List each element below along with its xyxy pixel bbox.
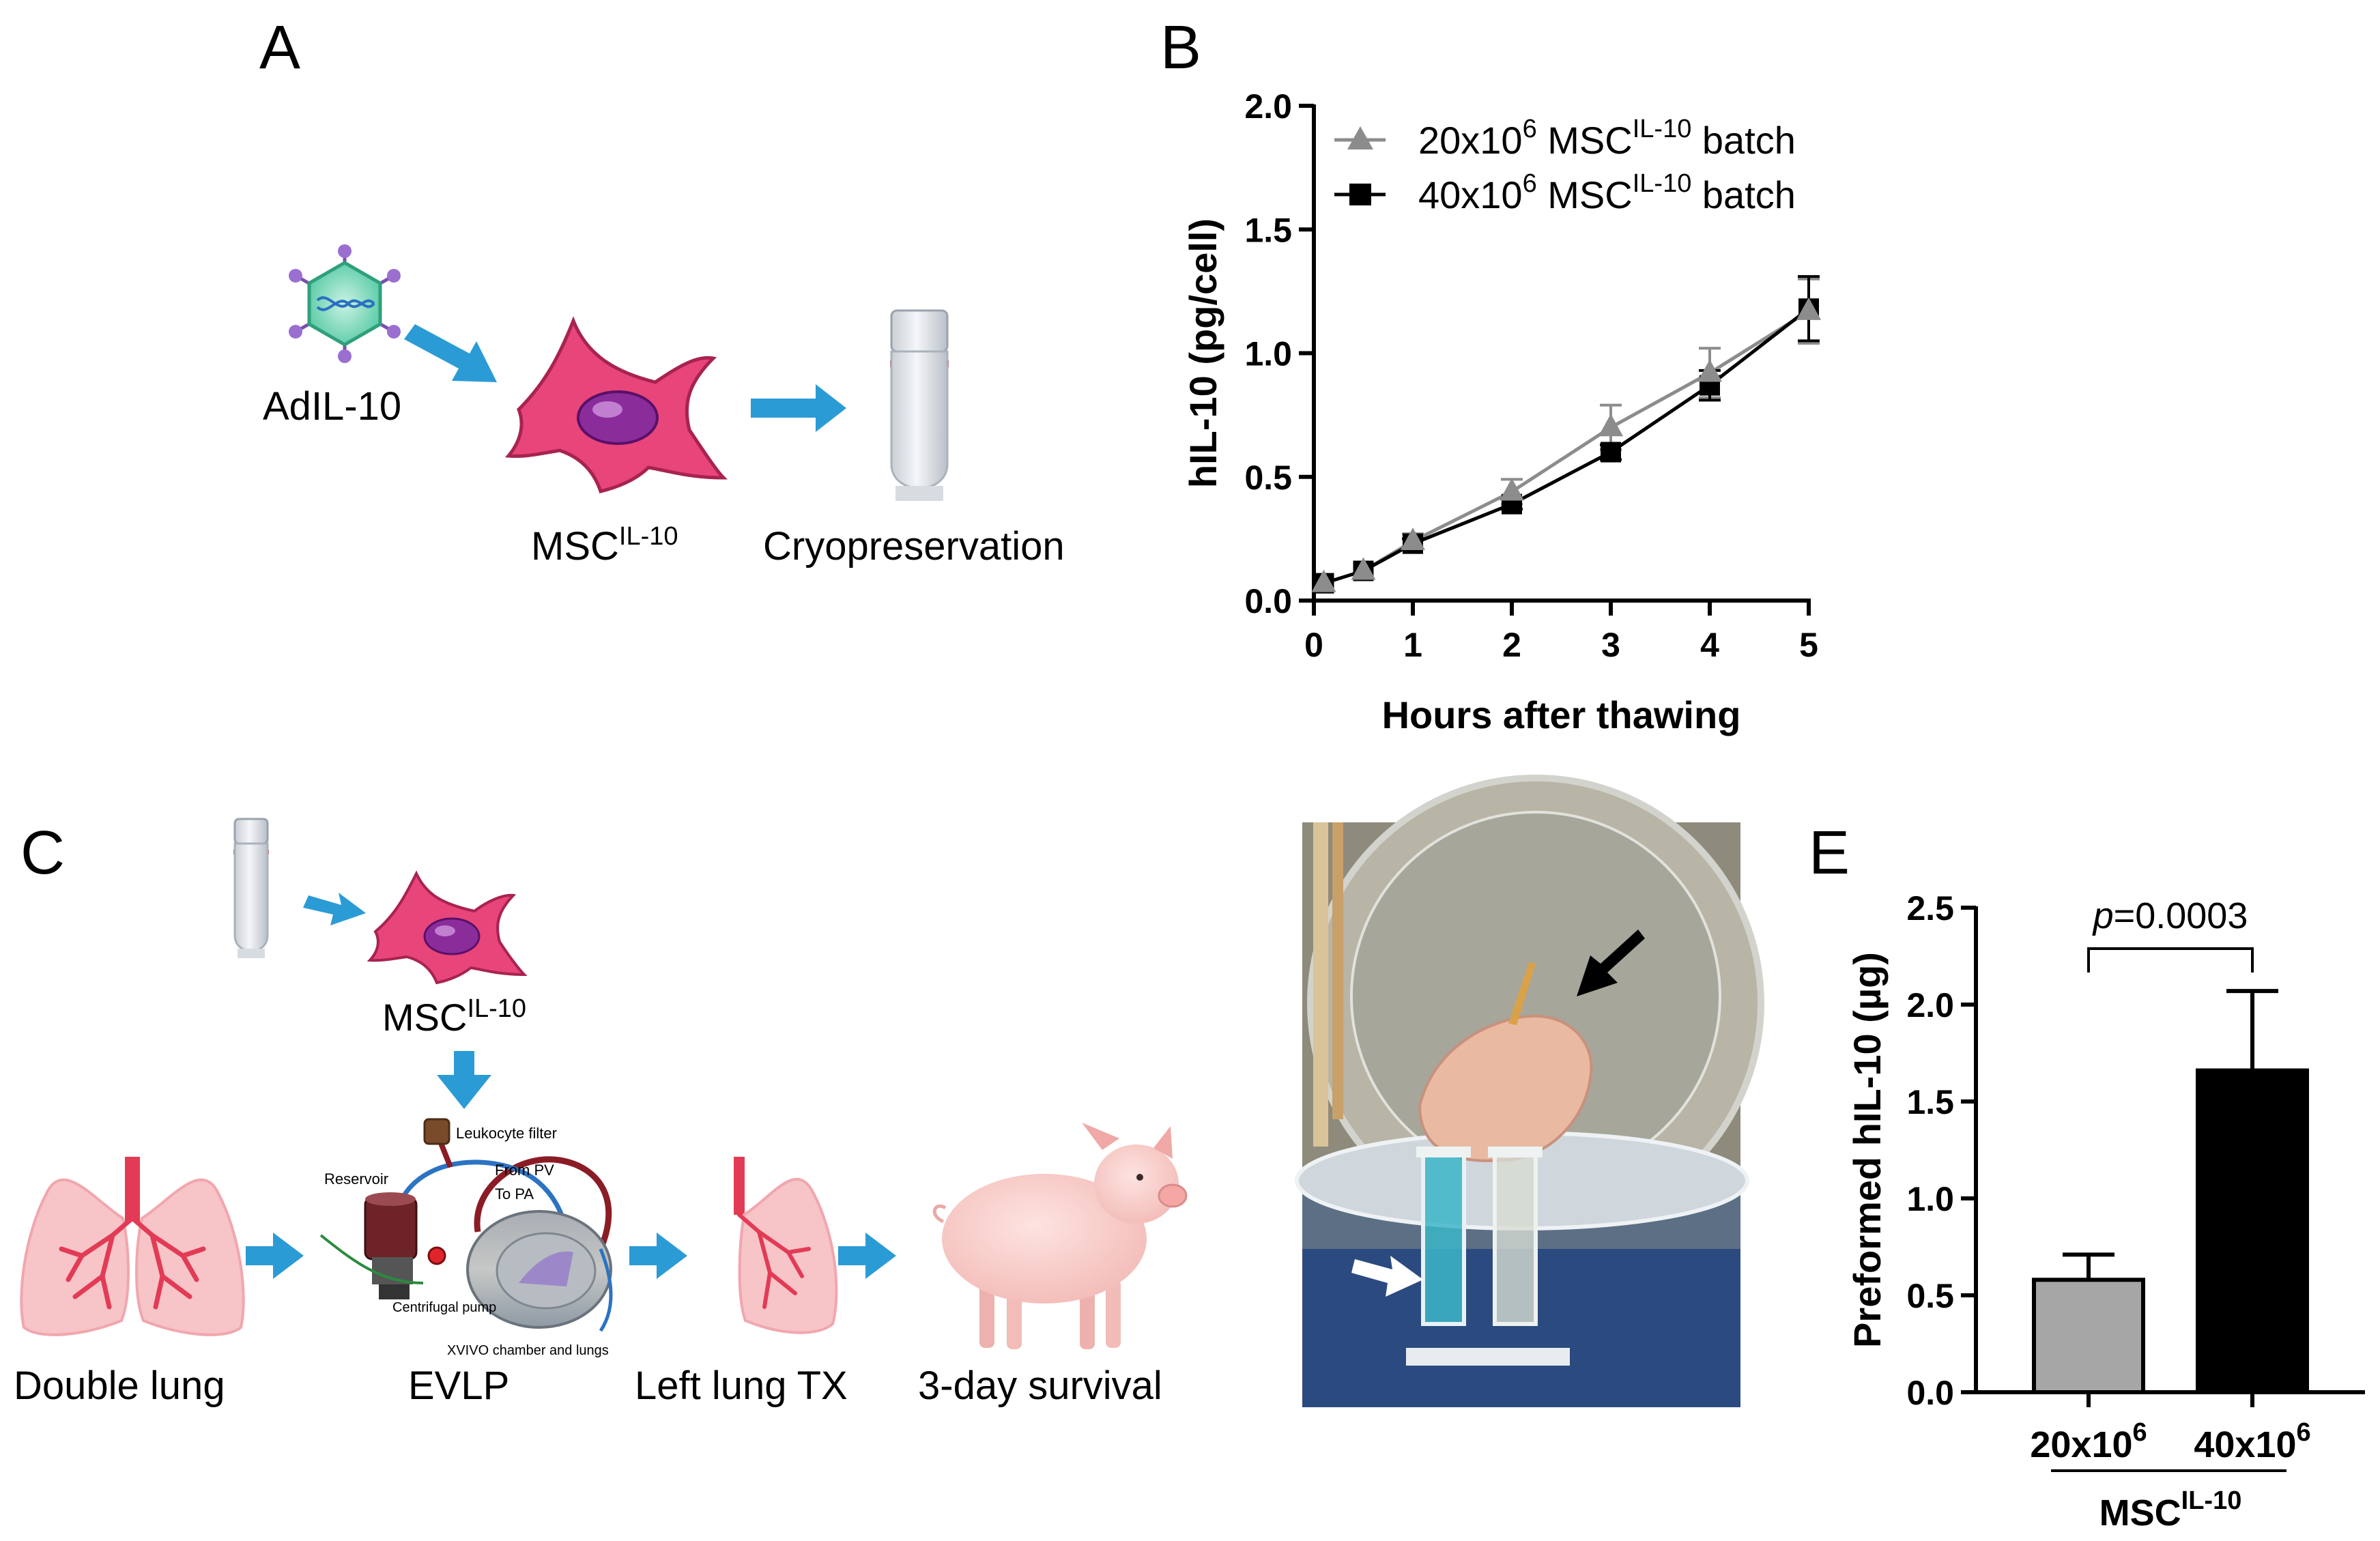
arrow-icon [629,1233,687,1279]
data-point-triangle [1796,297,1821,320]
black-arrow-icon [1577,930,1645,996]
group-label: MSCIL-10 [2099,1486,2242,1533]
arrow-icon [437,1051,491,1109]
double-lung-icon [20,1157,245,1336]
x-axis-label: Hours after thawing [1382,693,1741,736]
white-arrow-icon [1351,1256,1423,1297]
x-tick-label: 5 [1799,626,1818,664]
legend-marker-triangle [1347,126,1373,149]
x-tick-label: 0 [1304,626,1323,664]
series-line [1323,309,1810,586]
evlp-label-reservoir: Reservoir [324,1170,388,1187]
left-lung-icon [734,1157,838,1334]
significance-bracket [2087,947,2254,973]
category-label: 40x106 [2194,1418,2310,1465]
data-point-triangle [1697,359,1722,382]
y-tick-label: 0.5 [1906,1277,1954,1315]
x-tick-label: 4 [1700,626,1719,664]
legend-marker-square [1349,184,1371,205]
xvivo-chamber-icon [466,1210,612,1329]
arrow-icon [303,893,366,925]
bar [2032,1278,2145,1395]
y-tick-label: 1.5 [1244,211,1292,249]
arrow-icon [404,324,497,382]
step-label-3-day-survival: 3-day survival [918,1364,1162,1408]
data-point-square [1601,442,1621,463]
evlp-label-to-pa: To PA [495,1185,534,1202]
y-axis-label: hIL-10 (pg/cell) [1181,218,1224,488]
bar [2196,1068,2309,1395]
msc-cell-icon [504,316,728,493]
pig-icon [932,1123,1188,1349]
arrow-icon [838,1233,896,1279]
panel-label-a: A [259,14,300,82]
y-tick-label: 2.5 [1906,889,1954,927]
adenovirus-label: AdIL-10 [263,384,401,429]
data-point-triangle [1598,414,1623,437]
y-tick-label: 0.0 [1906,1374,1954,1412]
evlp-chamber-photo [1295,775,1764,1407]
step-label-left-lung-tx: Left lung TX [635,1364,848,1408]
cryopreservation-label: Cryopreservation [763,524,1065,568]
data-point-triangle [1401,528,1425,550]
step-label-evlp: EVLP [408,1364,509,1408]
x-tick-label: 2 [1502,626,1521,664]
msc-label: MSCIL-10 [531,522,678,568]
legend-label: 40x106 MSCIL-10 batch [1418,169,1796,216]
panel-label-c: C [20,819,65,887]
y-tick-label: 0.0 [1244,582,1292,620]
arrow-icon [246,1233,304,1279]
msc-cell-icon [367,870,528,985]
arrow-icon [751,384,846,432]
panel-label-b: B [1160,14,1201,82]
x-tick-label: 3 [1601,626,1620,664]
y-axis-label: Preformed hIL-10 (µg) [1846,952,1889,1348]
data-point-triangle [1311,569,1336,592]
y-tick-label: 2.0 [1244,87,1292,126]
evlp-label-pump: Centrifugal pump [392,1300,496,1315]
panel-label-e: E [1809,819,1850,887]
data-point-triangle [1500,478,1524,501]
category-label: 20x106 [2030,1418,2147,1465]
y-tick-label: 1.0 [1244,335,1292,373]
y-tick-label: 2.0 [1906,986,1954,1024]
evlp-circuit-diagram: Leukocyte filter Reservoir From PV To PA… [319,1118,613,1358]
x-tick-label: 1 [1403,626,1422,664]
evlp-label-filter: Leukocyte filter [456,1125,557,1142]
evlp-label-chamber: XVIVO chamber and lungs [447,1343,609,1358]
p-value-annotation: p=0.0003 [2092,895,2248,936]
step-label-double-lung: Double lung [14,1364,225,1408]
evlp-label-from-pv: From PV [495,1162,554,1179]
cryovial-icon [233,818,269,958]
y-tick-label: 1.5 [1906,1083,1954,1121]
adenovirus-icon [289,244,401,363]
cryovial-icon [890,309,949,501]
y-tick-label: 1.0 [1906,1180,1954,1218]
y-tick-label: 0.5 [1244,459,1292,497]
series-line [1323,307,1810,586]
data-point-triangle [1351,557,1376,580]
legend-label: 20x106 MSCIL-10 batch [1418,115,1796,162]
msc-label: MSCIL-10 [382,994,526,1039]
